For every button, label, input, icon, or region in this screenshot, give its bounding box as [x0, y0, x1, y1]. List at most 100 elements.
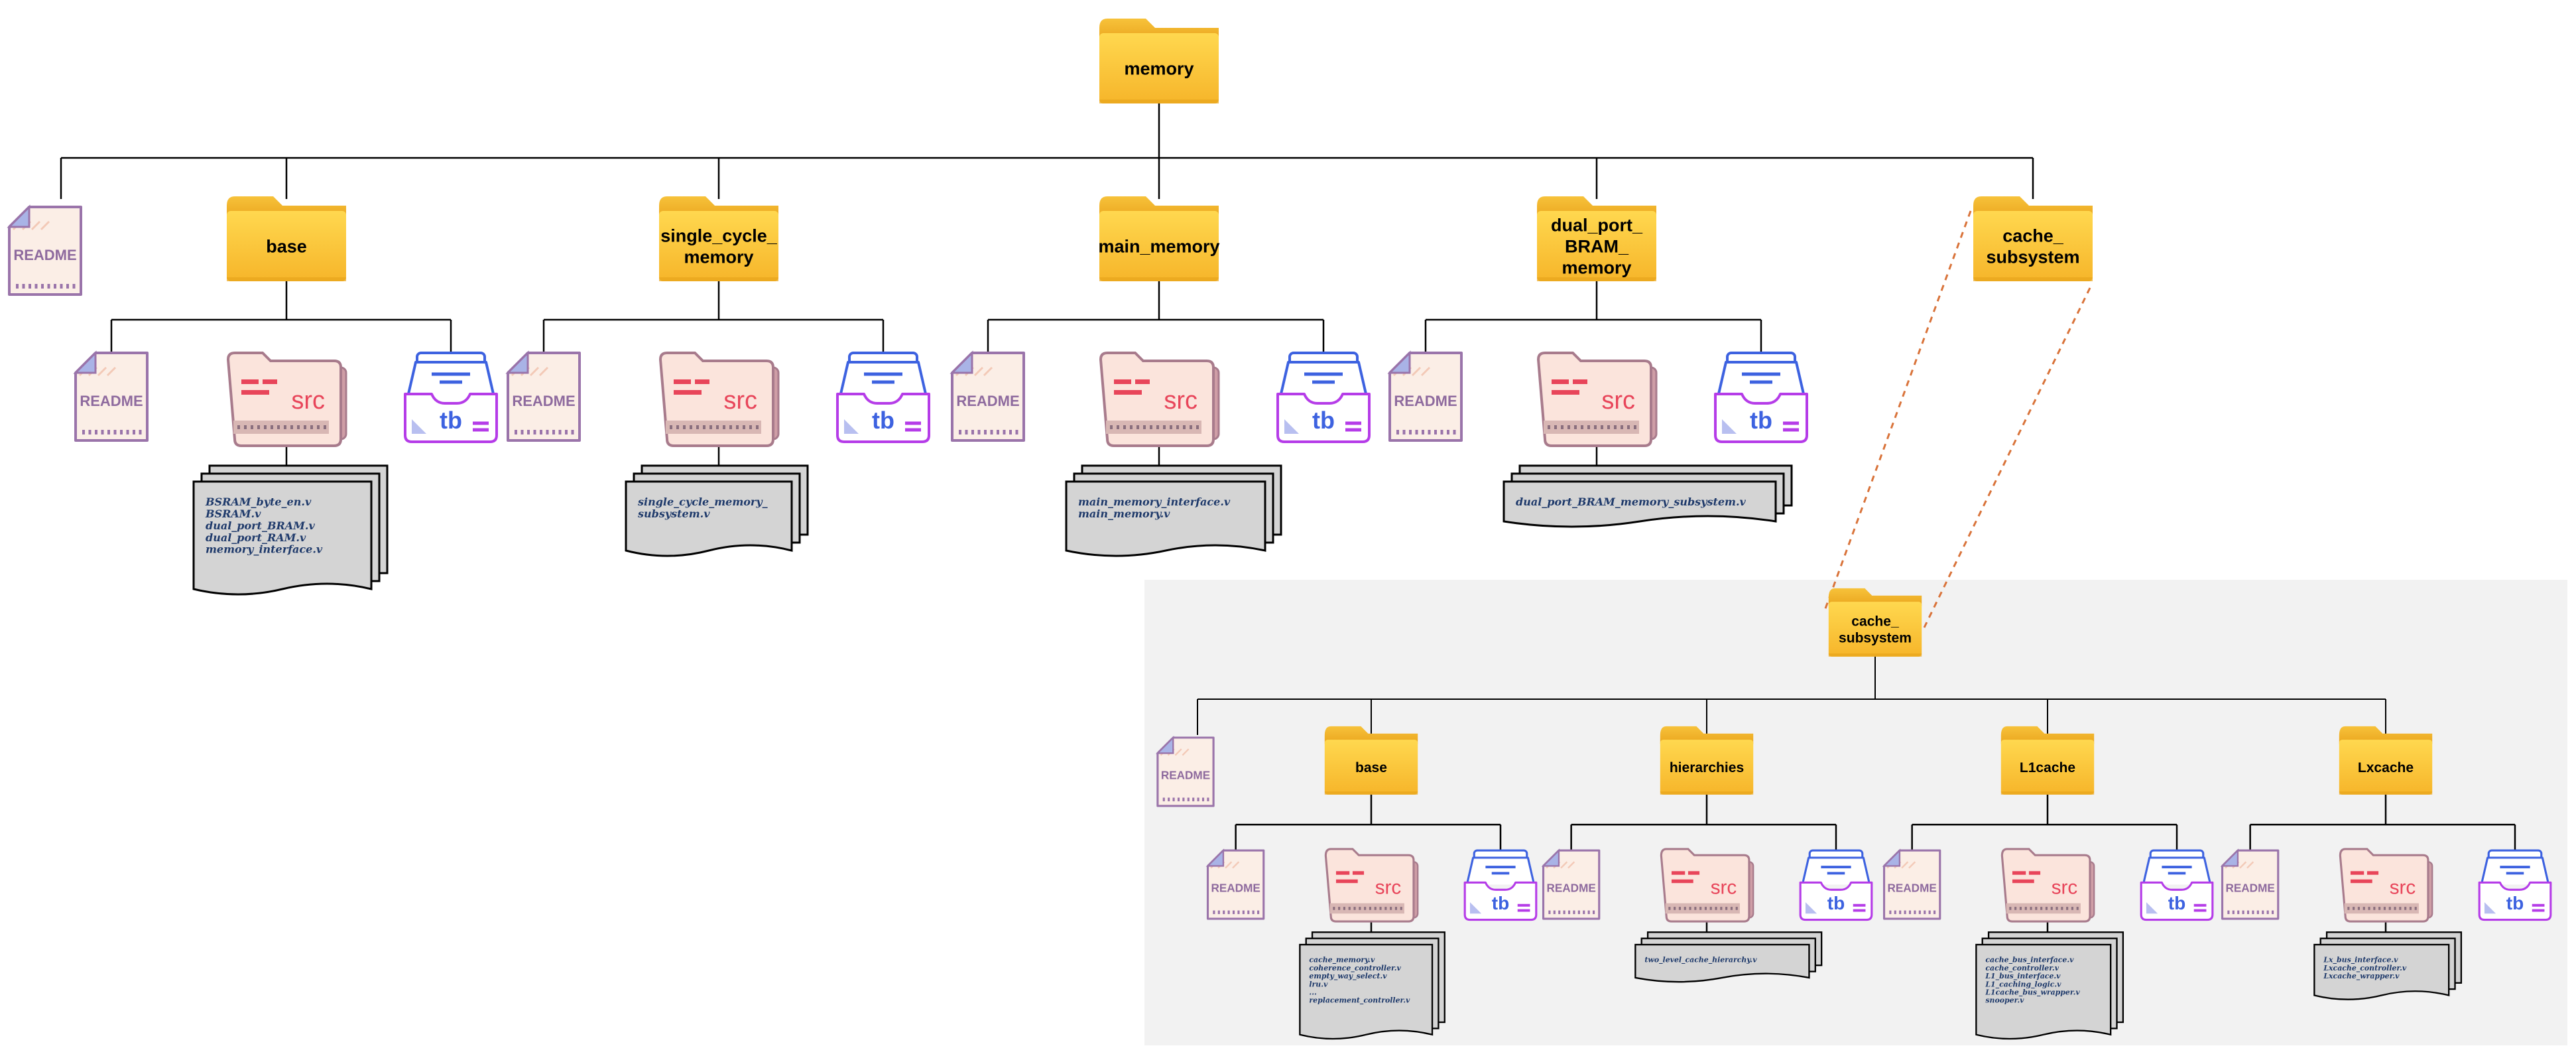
- tb-tray-back: [1465, 856, 1536, 885]
- file-name: two_level_cache_hierarchy.v: [1644, 956, 1757, 965]
- zoom-link-line: [1923, 287, 2091, 628]
- readme-hatch-line: [40, 220, 50, 231]
- file-name: Lxcache_wrapper.v: [2323, 972, 2400, 981]
- src-label: src: [291, 387, 325, 415]
- tb-testbench-icon: tb: [1276, 352, 1371, 443]
- folder-body-shape: [659, 211, 778, 281]
- file-list-stack: Lx_bus_interface.vLxcache_controller.vLx…: [2313, 931, 2463, 1000]
- readme-dot: [2252, 910, 2254, 915]
- readme-hatch-line: [983, 366, 993, 377]
- src-footer-dot: [716, 425, 719, 429]
- file-name: dual_port_BRAM.v: [206, 519, 315, 532]
- file-name: coherence_controller.v: [1309, 964, 1401, 973]
- src-code-dash: [1335, 871, 1350, 875]
- src-code-dash: [241, 379, 259, 384]
- src-footer-dot: [2076, 907, 2079, 910]
- readme-dot: [133, 430, 135, 434]
- src-footer-dot: [2009, 907, 2012, 910]
- src-footer-dot: [696, 425, 699, 429]
- readme-dot: [1402, 430, 1406, 434]
- src-footer-dot: [690, 425, 692, 429]
- readme-dot: [1168, 797, 1170, 801]
- src-footer-dot: [1394, 907, 1397, 910]
- src-folder-icon: src: [1324, 848, 1419, 923]
- readme-label: README: [80, 393, 143, 409]
- readme-dot: [527, 430, 530, 434]
- folder-body-shape: [1537, 211, 1656, 281]
- src-footer-dot: [2035, 907, 2038, 910]
- readme-dot: [1409, 430, 1412, 434]
- tb-tray-back: [839, 361, 928, 397]
- readme-dot: [984, 430, 987, 434]
- src-footer-band: [1665, 903, 1740, 914]
- src-footer-band: [2006, 903, 2081, 914]
- file-name: snooper.v: [1985, 996, 2024, 1005]
- readme-dot: [1182, 797, 1185, 801]
- src-code-dash: [1552, 390, 1579, 395]
- readme-dot: [546, 430, 549, 434]
- readme-corner-fold: [950, 350, 973, 374]
- src-folder-icon: src: [2000, 848, 2095, 923]
- src-footer-dot: [1581, 425, 1583, 429]
- readme-label: README: [2225, 881, 2274, 894]
- readme-dot: [558, 430, 562, 434]
- tb-testbench-icon: tb: [1714, 352, 1808, 443]
- readme-corner-fold: [1882, 848, 1901, 867]
- src-footer-dot: [237, 425, 240, 429]
- readme-dot: [1573, 910, 1575, 915]
- src-folder-icon: src: [2339, 848, 2433, 923]
- tb-tray-back: [2480, 856, 2550, 885]
- file-stack-front: [1299, 943, 1434, 1040]
- src-footer-dot: [2414, 907, 2417, 910]
- src-footer-dot: [1709, 907, 1712, 910]
- src-footer-dot: [317, 425, 320, 429]
- src-footer-band: [2344, 903, 2419, 914]
- src-footer-dot: [736, 425, 739, 429]
- src-label: src: [2390, 877, 2416, 899]
- src-footer-dot: [1190, 425, 1192, 429]
- src-footer-dot: [1110, 425, 1113, 429]
- src-footer-dot: [2368, 907, 2370, 910]
- readme-file-icon: README: [2220, 848, 2280, 920]
- tb-testbench-icon: tb: [2478, 849, 2552, 921]
- readme-dot: [971, 430, 974, 434]
- src-footer-band: [1329, 903, 1404, 914]
- readme-dot: [540, 430, 542, 434]
- file-stack-front: [192, 480, 373, 596]
- readme-label: README: [956, 393, 1019, 409]
- src-code-dash: [2012, 879, 2034, 884]
- src-footer-dot: [2024, 907, 2027, 910]
- readme-hatch-line: [973, 366, 984, 377]
- readme-corner-fold: [1541, 848, 1560, 867]
- src-footer-dot: [2409, 907, 2412, 910]
- tb-tray-back: [1717, 361, 1806, 397]
- readme-dot: [1237, 910, 1240, 915]
- readme-dot: [2227, 910, 2230, 915]
- readme-hatch-line: [1225, 861, 1233, 869]
- readme-dot: [66, 284, 69, 289]
- src-footer-dot: [1343, 907, 1345, 910]
- readme-dot: [1924, 910, 1926, 915]
- file-name: L1_caching_logic.v: [1985, 980, 2061, 989]
- readme-dot: [1453, 430, 1456, 434]
- file-name: L1_bus_interface.v: [1985, 972, 2061, 981]
- src-footer-dot: [1699, 907, 1702, 910]
- src-footer-dot: [2394, 907, 2396, 910]
- folder-body-shape: [1973, 211, 2093, 281]
- src-code-dash: [1335, 879, 1358, 884]
- readme-dot: [1434, 430, 1437, 434]
- src-footer-dot: [1621, 425, 1623, 429]
- src-footer-dot: [2055, 907, 2058, 910]
- readme-dot: [1217, 910, 1220, 915]
- readme-dot: [1894, 910, 1896, 915]
- readme-dot: [95, 430, 97, 434]
- readme-dot: [1914, 910, 1916, 915]
- readme-dot: [1918, 910, 1921, 915]
- src-folder-icon: src: [1099, 352, 1220, 447]
- src-code-dash: [1114, 379, 1131, 384]
- src-footer-dot: [297, 425, 300, 429]
- file-name: dual_port_RAM.v: [206, 531, 306, 544]
- readme-dot: [29, 284, 31, 289]
- src-footer-dot: [1130, 425, 1133, 429]
- file-list-stack: cache_bus_interface.vcache_controller.vL…: [1975, 931, 2124, 1040]
